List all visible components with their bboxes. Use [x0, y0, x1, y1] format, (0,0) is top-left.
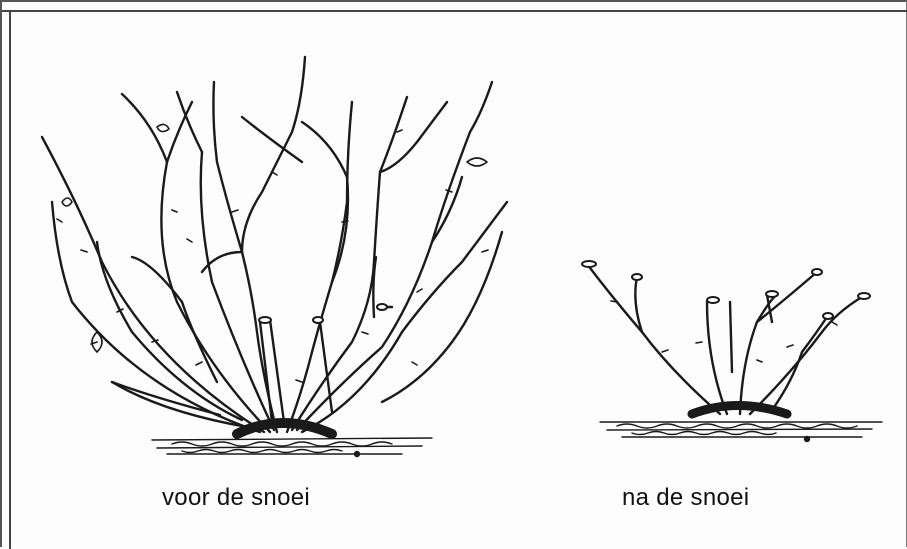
ground-before — [152, 438, 432, 457]
shrub-after-pruning — [582, 261, 882, 442]
caption-after-pruning: na de snoei — [622, 484, 749, 512]
shrub-before-pruning — [42, 57, 507, 457]
ground-after — [600, 422, 882, 442]
caption-before-pruning: voor de snoei — [162, 484, 310, 512]
